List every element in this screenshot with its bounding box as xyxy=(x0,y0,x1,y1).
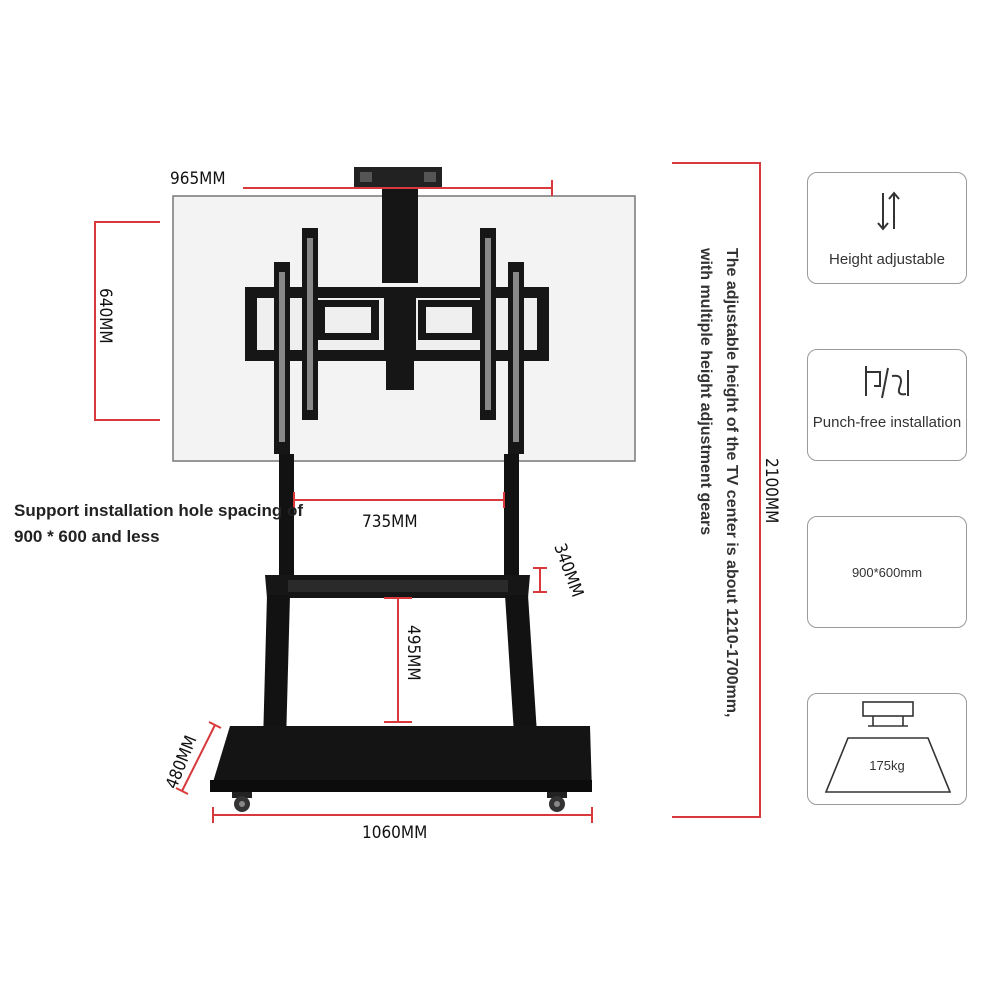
camera-mount xyxy=(354,167,442,189)
label-base-width: 1060MM xyxy=(362,823,427,843)
label-frame-height: 495MM xyxy=(403,625,423,681)
feature-card-height: Height adjustable xyxy=(807,172,967,284)
no-drill-icon xyxy=(865,366,909,399)
feature-label-punch-free: Punch-free installation xyxy=(812,414,962,431)
feature-label-load: 175kg xyxy=(869,758,905,773)
right-pole xyxy=(504,454,519,580)
camera-post xyxy=(382,188,418,283)
height-adjust-note: The adjustable height of the TV center i… xyxy=(697,248,740,718)
base-plate xyxy=(210,726,592,792)
feature-card-hole-spacing: 900*600mm xyxy=(807,516,967,628)
label-shelf-gap: 340MM xyxy=(549,541,587,600)
label-screen-height: 640MM xyxy=(95,288,115,344)
label-arm-spacing: 735MM xyxy=(362,512,418,532)
feature-card-punch-free: Punch-free installation xyxy=(807,349,967,461)
feature-card-load: 175kg xyxy=(807,693,967,805)
feature-label-hole-spacing: 900*600mm xyxy=(851,565,923,580)
label-total-height: 2100MM xyxy=(761,458,781,523)
vesa-bracket xyxy=(245,228,549,454)
left-pole xyxy=(279,454,294,580)
hole-spacing-note: Support installation hole spacing of 900… xyxy=(14,501,304,546)
load-capacity-icon xyxy=(824,701,952,793)
feature-label-height: Height adjustable xyxy=(829,251,945,268)
label-screen-width: 965MM xyxy=(170,169,226,189)
dimension-lines xyxy=(94,162,761,823)
caster-wheels xyxy=(232,792,567,812)
height-arrows-icon xyxy=(877,191,900,231)
